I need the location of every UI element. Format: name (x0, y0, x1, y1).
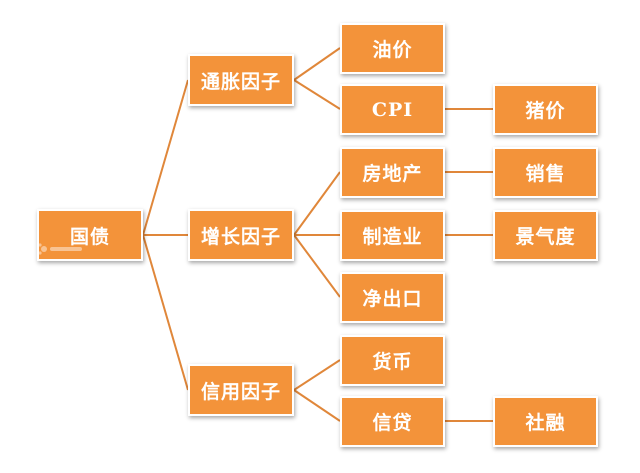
edge-growth-netexports (293, 234, 341, 298)
edge-credit-currency (293, 359, 341, 391)
edge-root-inflation (142, 79, 189, 236)
node-pork: 猪价 (493, 84, 598, 135)
node-manufacturing: 制造业 (340, 210, 445, 261)
node-factor-growth: 增长因子 (188, 209, 294, 261)
edge-growth-realestate (293, 171, 341, 236)
node-oil: 油价 (340, 23, 445, 74)
edge-root-credit (142, 234, 189, 391)
node-sentiment: 景气度 (493, 210, 598, 261)
node-currency: 货币 (340, 335, 445, 386)
node-root: 国债 (37, 209, 143, 261)
edge-inflation-cpi (293, 79, 341, 110)
node-real-estate: 房地产 (340, 147, 445, 198)
node-sales: 销售 (493, 147, 598, 198)
watermark-logo-icon (38, 243, 82, 255)
node-social-financing: 社融 (493, 396, 598, 447)
node-credit-loans: 信贷 (340, 396, 445, 447)
node-cpi: CPI (340, 84, 445, 135)
node-factor-inflation: 通胀因子 (188, 54, 294, 106)
node-net-exports: 净出口 (340, 272, 445, 323)
edge-credit-loans (293, 389, 341, 422)
node-factor-credit: 信用因子 (188, 364, 294, 416)
edge-inflation-oil (293, 47, 341, 81)
